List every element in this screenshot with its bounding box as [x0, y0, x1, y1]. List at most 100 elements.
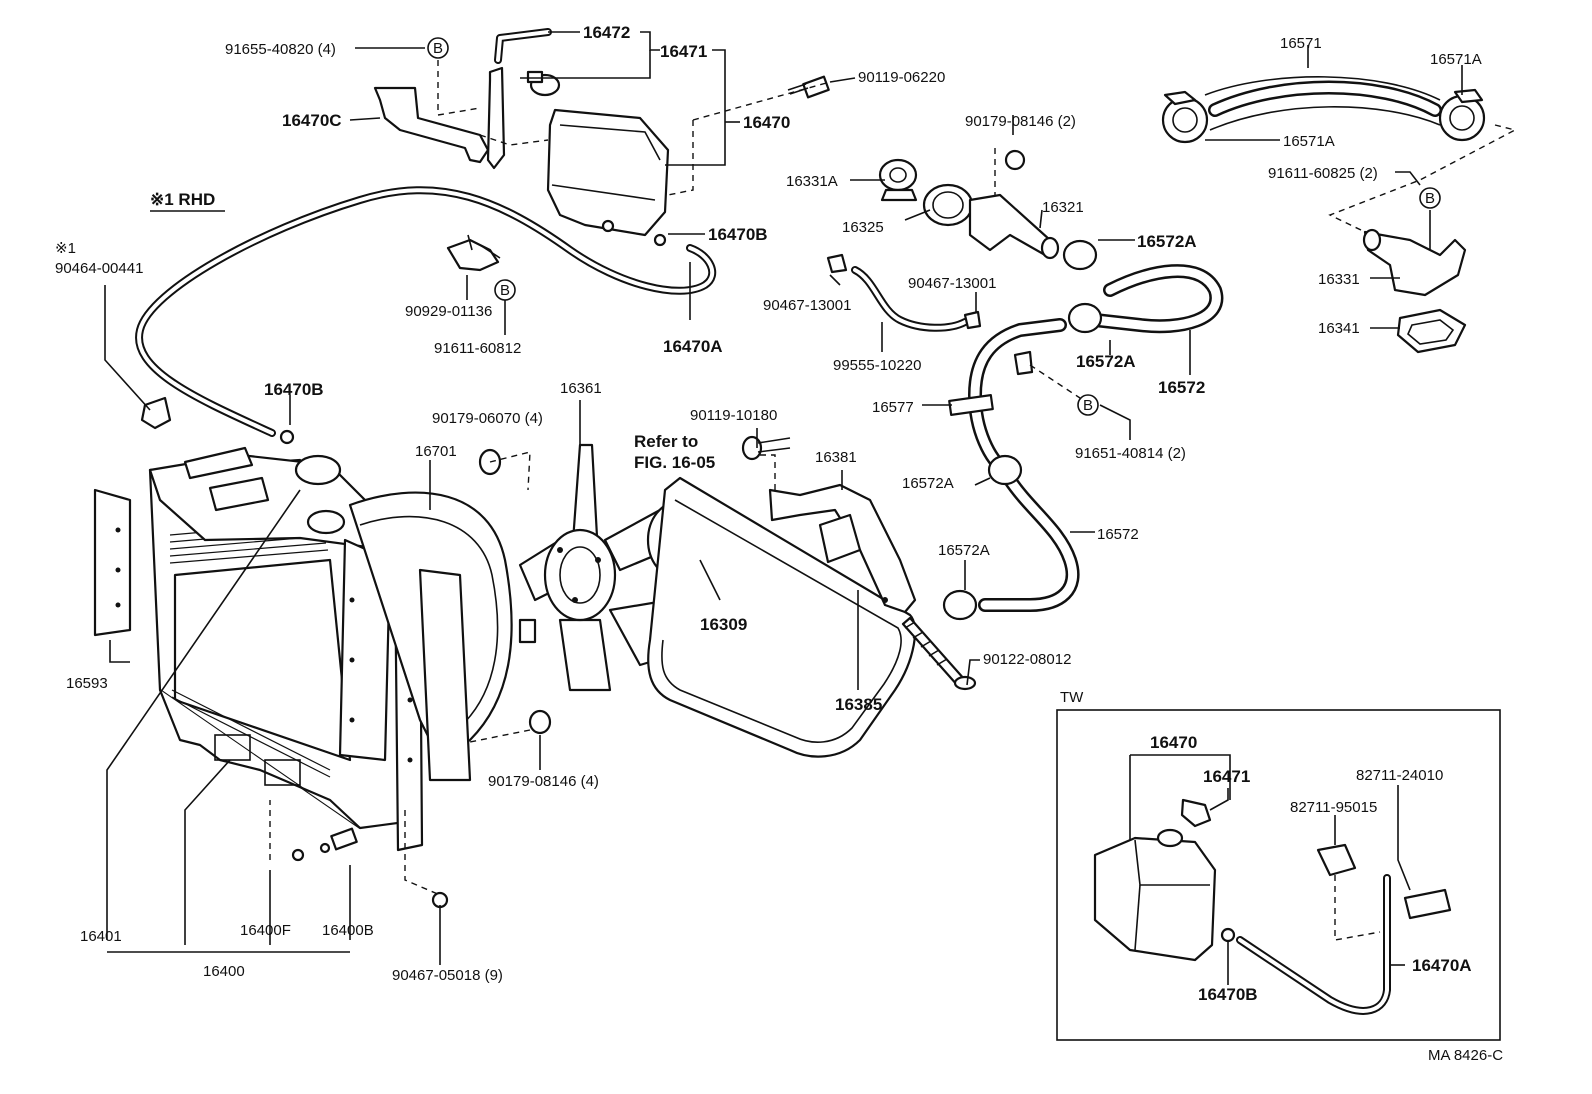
label-91611-60825: 91611-60825 (2): [1268, 165, 1378, 182]
tw-clip-16470B: [1220, 927, 1236, 943]
label-16593: 16593: [66, 675, 108, 692]
label-16309: 16309: [700, 615, 747, 634]
label-90467-05018: 90467-05018 (9): [392, 967, 503, 984]
bolt-90119-10180: [741, 435, 791, 461]
gasket-16341: [1396, 308, 1467, 354]
label-16400: 16400: [203, 963, 245, 980]
label-16385: 16385: [835, 695, 882, 714]
label-90119-10180: 90119-10180: [690, 407, 777, 424]
label-16401: 16401: [80, 928, 122, 945]
tw-inset-box: [1056, 709, 1501, 1041]
label-91651-40814: 91651-40814 (2): [1075, 445, 1186, 462]
label-91611-60812: 91611-60812: [434, 340, 521, 357]
label-16571A-2: 16571A: [1283, 133, 1335, 150]
label-note-1: ※1: [55, 240, 76, 257]
label-90179-06070: 90179-06070 (4): [432, 410, 543, 427]
clamps-16571A: [1161, 88, 1486, 144]
hose-clip-90464-00441: [140, 396, 172, 430]
label-16572A-2: 16572A: [1076, 352, 1136, 371]
ref-mark-b-2: B: [494, 279, 516, 301]
label-16571: 16571: [1280, 35, 1322, 52]
nut-90179-08146-4: [528, 709, 552, 735]
label-16470A-top: 16470A: [663, 337, 723, 356]
label-tw-16471: 16471: [1203, 767, 1250, 786]
label-16321: 16321: [1042, 199, 1084, 216]
label-tw-16470: 16470: [1150, 733, 1197, 752]
label-90122-08012: 90122-08012: [983, 651, 1071, 668]
ref-mark-b-1: B: [427, 37, 449, 59]
label-16572-2: 16572: [1097, 526, 1139, 543]
hose-16572-middle: [968, 318, 1067, 477]
label-91655-40820: 91655-40820 (4): [225, 41, 336, 58]
fan-shroud-16701: [348, 491, 537, 782]
label-16325: 16325: [842, 219, 884, 236]
clip-90467-05018: [431, 891, 449, 909]
label-99555-10220: 99555-10220: [833, 357, 921, 374]
hose-clamp-90929-01136: [446, 234, 501, 272]
tw-cap-16471: [1180, 798, 1212, 828]
ref-mark-b-4: B: [1419, 187, 1441, 209]
label-16361: 16361: [560, 380, 602, 397]
label-90179-08146-2: 90179-08146 (2): [965, 113, 1076, 130]
clip-91651-40814: [1013, 350, 1034, 376]
hose-16572-upper: [1088, 264, 1224, 334]
hose-16572-lower: [978, 473, 1080, 612]
reservoir-bracket: [373, 66, 506, 170]
hose-holder-16577: [948, 394, 994, 416]
label-rhd: ※1 RHD: [150, 190, 215, 209]
label-16572-1: 16572: [1158, 378, 1205, 397]
tw-hose-16470A: [1236, 874, 1391, 1015]
label-16472: 16472: [583, 23, 630, 42]
clip-90467-13001: [826, 253, 982, 330]
svg-text:B: B: [1083, 397, 1093, 414]
label-16470B-left: 16470B: [264, 380, 324, 399]
labels: 91655-40820 (4) 16472 16471 90119-06220 …: [55, 23, 1503, 1064]
drain-cock-16400B: [319, 827, 358, 854]
svg-text:B: B: [433, 40, 443, 57]
label-tw: TW: [1060, 689, 1084, 706]
label-fig-16-05: FIG. 16-05: [634, 453, 715, 472]
svg-text:B: B: [1425, 190, 1435, 207]
radiator-cap: [294, 454, 346, 535]
label-16470B-top: 16470B: [708, 225, 768, 244]
breather-tube: [494, 28, 552, 64]
label-16572A-3: 16572A: [902, 475, 954, 492]
label-16400B: 16400B: [322, 922, 374, 939]
thermostat-16331A: [878, 158, 918, 202]
label-16471: 16471: [660, 42, 707, 61]
nut-90179-08146-2: [1004, 149, 1026, 171]
clip-16470B: [279, 233, 667, 445]
label-16470: 16470: [743, 113, 790, 132]
label-16400F: 16400F: [240, 922, 291, 939]
hose-16571: [1204, 76, 1442, 131]
ref-mark-b-3: B: [1077, 394, 1099, 416]
bypass-hose-99555: [851, 266, 969, 332]
tw-clip-82711-24010: [1403, 888, 1452, 920]
label-16571A-1: 16571A: [1430, 51, 1482, 68]
label-16381: 16381: [815, 449, 857, 466]
label-16331A: 16331A: [786, 173, 838, 190]
label-16572A-1: 16572A: [1137, 232, 1197, 251]
bolt-90122-08012: [901, 616, 977, 691]
label-refer-to: Refer to: [634, 432, 698, 451]
drain-gasket-16400F: [291, 848, 305, 862]
label-16701: 16701: [415, 443, 457, 460]
label-90929-01136: 90929-01136: [405, 303, 492, 320]
tw-reservoir: [1093, 828, 1217, 962]
svg-text:B: B: [500, 282, 510, 299]
fan-bracket-16381: [768, 483, 917, 614]
tw-clip-82711-95015: [1316, 843, 1357, 877]
label-90467-13001-a: 90467-13001: [908, 275, 996, 292]
bolt-90119-06220: [787, 75, 830, 99]
label-tw-16470B: 16470B: [1198, 985, 1258, 1004]
reservoir-tank: [546, 108, 670, 237]
radiator-side-panel-16593: [93, 488, 132, 637]
label-90464-00441: 90464-00441: [55, 260, 143, 277]
label-82711-95015: 82711-95015: [1290, 799, 1377, 816]
label-tw-16470A: 16470A: [1412, 956, 1472, 975]
hose-clamps-16572A: [942, 239, 1103, 621]
label-90467-13001-b: 90467-13001: [763, 297, 851, 314]
label-16577: 16577: [872, 399, 914, 416]
